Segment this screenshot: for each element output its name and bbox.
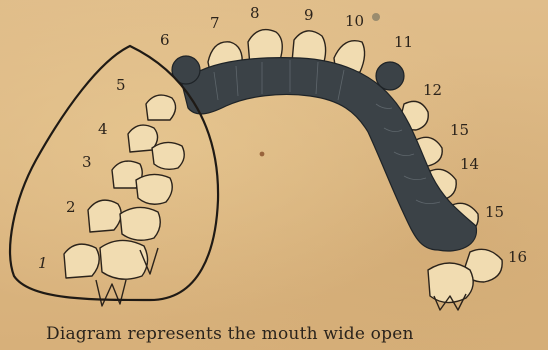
molar-c <box>136 174 172 204</box>
tooth-number-7: 7 <box>210 16 220 31</box>
tooth-number-14: 14 <box>460 157 479 172</box>
tooth-number-4: 4 <box>98 122 108 137</box>
molar-d <box>152 142 184 169</box>
molar-a <box>100 240 148 279</box>
tooth-2-outline <box>88 200 121 232</box>
molar-b <box>120 207 160 240</box>
tooth-number-5: 5 <box>116 78 126 93</box>
tooth-1-outline <box>64 244 99 278</box>
tooth-number-11: 11 <box>394 35 413 50</box>
tooth-number-8: 8 <box>250 6 260 21</box>
tooth-5-outline <box>146 95 176 120</box>
tooth-number-13: 15 <box>450 123 469 138</box>
tooth-number-12: 12 <box>423 83 442 98</box>
tooth-number-3: 3 <box>82 155 92 170</box>
tooth-number-9: 9 <box>304 8 314 23</box>
root-1 <box>96 280 126 306</box>
tooth-number-10: 10 <box>345 14 364 29</box>
tooth-number-1: 1 <box>38 256 48 271</box>
tooth-number-15: 15 <box>485 205 504 220</box>
tooth-number-2: 2 <box>66 200 76 215</box>
denture-right-knob <box>376 62 404 90</box>
tooth-number-16: 16 <box>508 250 527 265</box>
tooth-number-6: 6 <box>160 33 170 48</box>
diagram-caption: Diagram represents the mouth wide open <box>46 324 414 344</box>
